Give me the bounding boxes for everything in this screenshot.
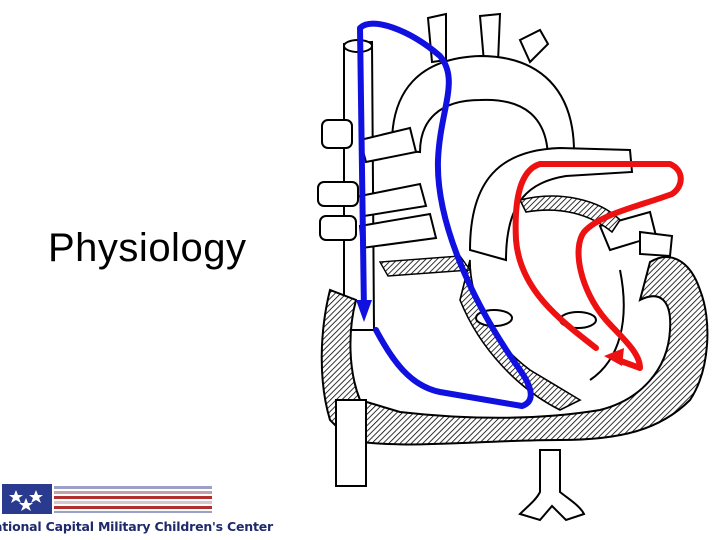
septum [459,259,582,411]
right-vessels [598,210,674,258]
oxygenated-blood-path [512,161,684,371]
org-logo [0,482,232,540]
logo-emblem-icon [2,484,212,514]
deoxygenated-blood-path [357,20,534,409]
aortic-arch [390,54,576,162]
left-atrium-wall [518,195,622,234]
descending-aorta [518,449,586,522]
heart-wall [320,256,709,446]
org-name: ational Capital Military Children's Cent… [0,519,274,534]
pulmonary-artery [468,146,634,262]
slide-title: Physiology [48,226,247,270]
aortic-branches [426,12,550,64]
inferior-vena-cava [335,399,367,487]
